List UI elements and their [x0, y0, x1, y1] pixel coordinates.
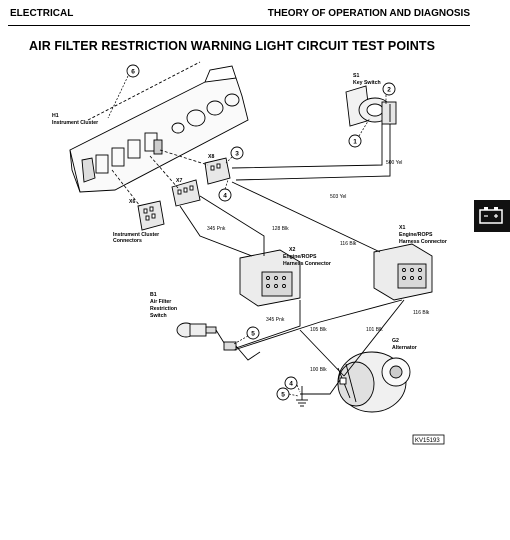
harness-connector-x2 [239, 249, 301, 307]
callout-4-ground [284, 376, 298, 390]
x6-id: X6 [129, 199, 135, 205]
x1-id: X1 [399, 225, 405, 231]
wire-label-345-lower: 345 Pnk [266, 317, 285, 323]
callout-4-label: 4 [223, 193, 227, 200]
callout-1-label: 1 [353, 139, 357, 146]
callout-6-label: 6 [131, 69, 135, 76]
callout-4-ground-label: 4 [289, 381, 293, 388]
callout-5-label: 5 [251, 331, 255, 338]
battery-icon [479, 207, 503, 224]
x2-line1: Engine/ROPS [283, 254, 317, 260]
x8-id: X8 [208, 154, 214, 160]
g2-name: Alternator [392, 345, 417, 351]
callout-2 [382, 82, 396, 96]
cluster-connectors-line1: Instrument Cluster [113, 232, 159, 238]
wire-label-128: 128 Blk [272, 226, 289, 232]
section-tab [474, 200, 510, 232]
callout-1 [348, 134, 362, 148]
callout-5 [246, 326, 260, 340]
figure-id: KV15193 [415, 438, 440, 444]
h1-id: H1 [52, 113, 59, 119]
callout-6 [126, 64, 140, 78]
s1-name: Key Switch [353, 80, 381, 86]
wire-label-105: 105 Blk [310, 327, 327, 333]
x1-line2: Harness Connector [399, 239, 447, 245]
connector-x6 [137, 200, 165, 231]
cluster-connector-leaders [111, 149, 209, 207]
b1-line1: Air Filter [150, 299, 171, 305]
header-rule [8, 25, 470, 26]
wire-label-500: 500 Yel [386, 160, 402, 166]
connector-x7 [171, 179, 201, 207]
callout-3 [230, 146, 244, 160]
air-filter-switch [176, 322, 237, 351]
connector-x8 [204, 157, 231, 185]
page-title: AIR FILTER RESTRICTION WARNING LIGHT CIR… [29, 39, 436, 53]
wire-label-345-upper: 345 Pnk [207, 226, 226, 232]
b1-line3: Switch [150, 313, 167, 319]
b1-line2: Restriction [150, 306, 177, 312]
h1-name: Instrument Cluster [52, 120, 98, 126]
g2-id: G2 [392, 338, 399, 344]
s1-id: S1 [353, 73, 359, 79]
x2-id: X2 [289, 247, 295, 253]
x1-line1: Engine/ROPS [399, 232, 433, 238]
callout-5-ground-label: 5 [281, 392, 285, 399]
callout-3-label: 3 [235, 151, 239, 158]
ground-symbol [296, 399, 308, 407]
figure-id-box [412, 434, 445, 445]
x7-id: X7 [176, 178, 182, 184]
callout-leaders [107, 75, 387, 397]
cluster-connectors-line2: Connectors [113, 238, 142, 244]
wire-label-503: 503 Yel [330, 194, 346, 200]
wires [179, 124, 405, 400]
wire-label-116-upper: 116 Blk [340, 241, 357, 247]
b1-id: B1 [150, 292, 157, 298]
header-section: ELECTRICAL [10, 8, 74, 19]
wire-label-101: 101 Blk [366, 327, 383, 333]
alternator [337, 351, 411, 413]
x2-line2: Harness Connector [283, 261, 331, 267]
instrument-cluster [69, 61, 249, 193]
harness-connector-x1 [373, 243, 433, 301]
wire-label-116-lower: 116 Blk [413, 310, 430, 316]
callout-2-label: 2 [387, 87, 391, 94]
key-switch [345, 85, 397, 127]
wire-label-100: 100 Blk [310, 367, 327, 373]
header-chapter: THEORY OF OPERATION AND DIAGNOSIS [267, 8, 470, 19]
